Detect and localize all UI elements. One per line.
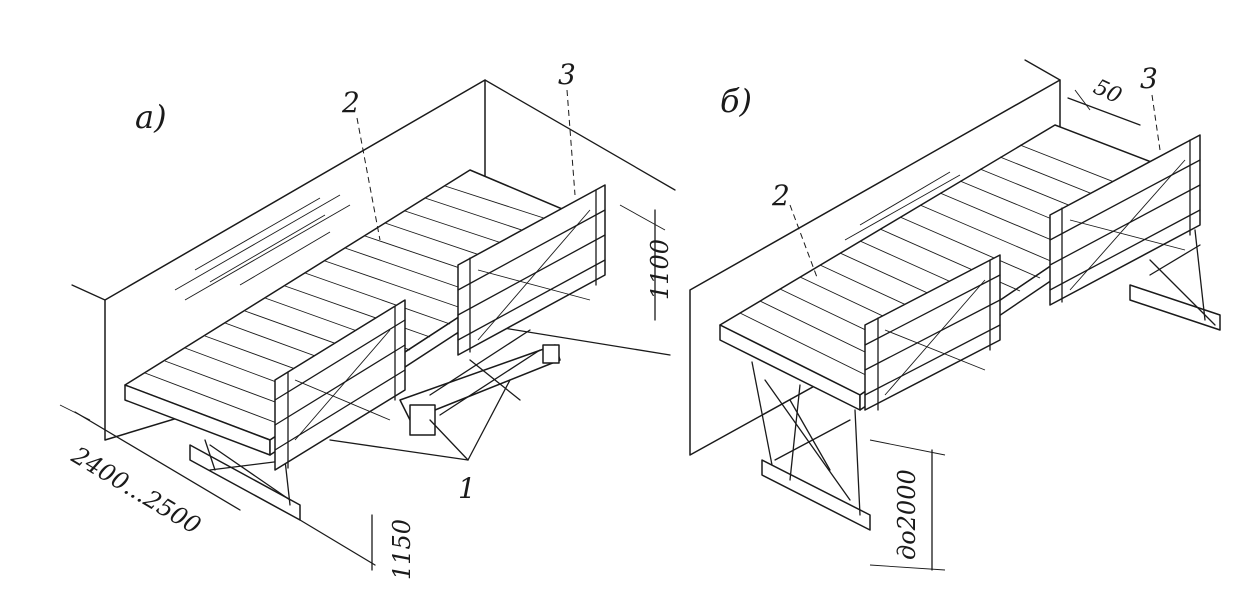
railing-b1 bbox=[864, 254, 1001, 411]
trestle-b2 bbox=[1129, 229, 1221, 331]
panel-a-label: а) bbox=[135, 98, 167, 136]
callout-2: 2 bbox=[341, 86, 360, 119]
railing-b2 bbox=[1049, 134, 1201, 306]
dim-1150: 1150 bbox=[388, 519, 416, 580]
callout-2: 2 bbox=[771, 179, 790, 212]
dim-gap: 50 bbox=[1089, 75, 1125, 109]
trestle-b1 bbox=[751, 361, 871, 531]
dim-1100: 1100 bbox=[646, 239, 674, 300]
dim-length: 2400...2500 bbox=[66, 441, 206, 540]
trestle-a2 bbox=[399, 329, 561, 436]
dim-height: до2000 bbox=[893, 469, 921, 560]
callout-3: 3 bbox=[1140, 62, 1158, 95]
panel-a: а) 1 2 3 2400...2500 1150 1100 bbox=[59, 58, 676, 580]
railing-a1 bbox=[274, 299, 406, 471]
railing-a2 bbox=[457, 184, 606, 356]
brick-hatch-a bbox=[174, 194, 351, 301]
panel-b: б) 2 3 50 до2000 bbox=[689, 59, 1221, 571]
callout-1: 1 bbox=[458, 472, 476, 505]
callout-3: 3 bbox=[558, 58, 576, 91]
panel-b-label: б) bbox=[720, 82, 752, 120]
